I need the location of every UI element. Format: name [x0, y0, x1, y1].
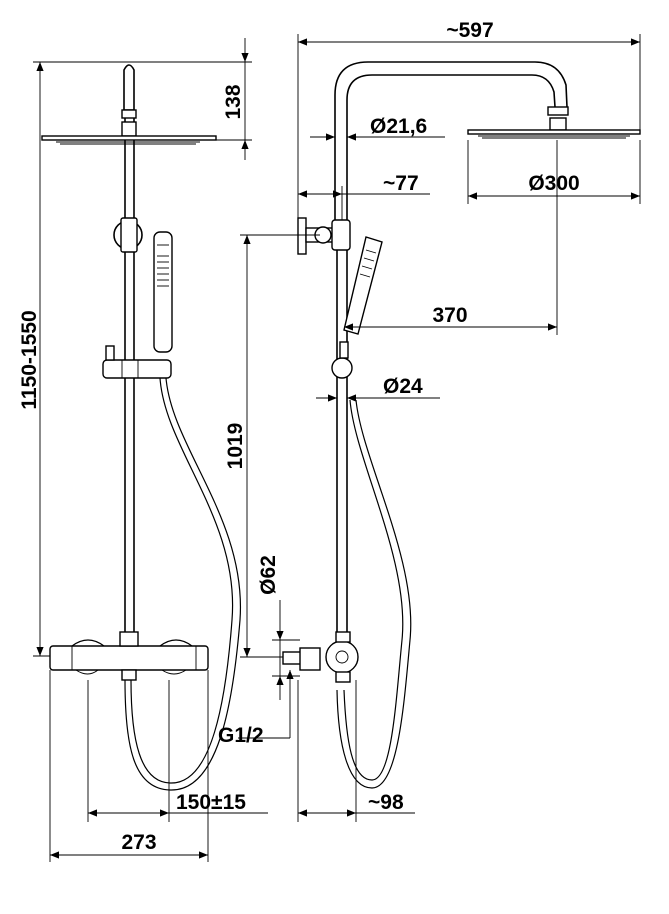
dim-rail-length: 1019 — [224, 423, 247, 470]
dim-mixer-width: 273 — [121, 831, 156, 854]
side-hand-shower — [343, 236, 383, 335]
dim-mixer-depth: ~98 — [368, 791, 404, 814]
side-mixer — [282, 631, 359, 683]
dim-rail-diameter: Ø24 — [383, 375, 423, 398]
front-thermostatic-mixer — [49, 631, 209, 681]
side-rain-shower-head — [467, 129, 641, 139]
dim-mixer-body-diameter: Ø62 — [257, 555, 280, 595]
dim-wall-offset: ~77 — [383, 172, 419, 195]
hand-shower — [153, 231, 173, 353]
front-riser-pipe — [121, 64, 137, 640]
side-slider — [331, 341, 353, 379]
front-view — [41, 64, 242, 791]
dim-connection-thread: G1/2 — [218, 724, 264, 747]
front-hose — [124, 377, 242, 791]
front-dimensions: 138 1150-1550 1019 Ø62 G1/2 150±15 273 — [18, 38, 320, 862]
side-wall-bracket — [297, 217, 351, 255]
dim-hand-shower-reach: 370 — [432, 304, 467, 327]
side-shower-arm — [334, 61, 569, 220]
dim-head-diameter: Ø300 — [528, 172, 579, 195]
dim-inlet-spacing: 150±15 — [176, 791, 246, 814]
dim-pipe-diameter: Ø21,6 — [370, 115, 427, 138]
side-dimensions: ~597 Ø21,6 ~77 Ø300 370 Ø24 ~98 — [297, 19, 641, 822]
dim-total-height: 1150-1550 — [18, 310, 41, 409]
front-upper-bracket — [113, 217, 143, 253]
side-hose — [336, 399, 412, 789]
dim-overall-width: ~597 — [446, 19, 493, 42]
dim-head-height: 138 — [222, 84, 245, 119]
side-riser-pipe — [336, 220, 348, 638]
side-view — [282, 61, 641, 789]
hand-shower-slider — [102, 345, 172, 379]
